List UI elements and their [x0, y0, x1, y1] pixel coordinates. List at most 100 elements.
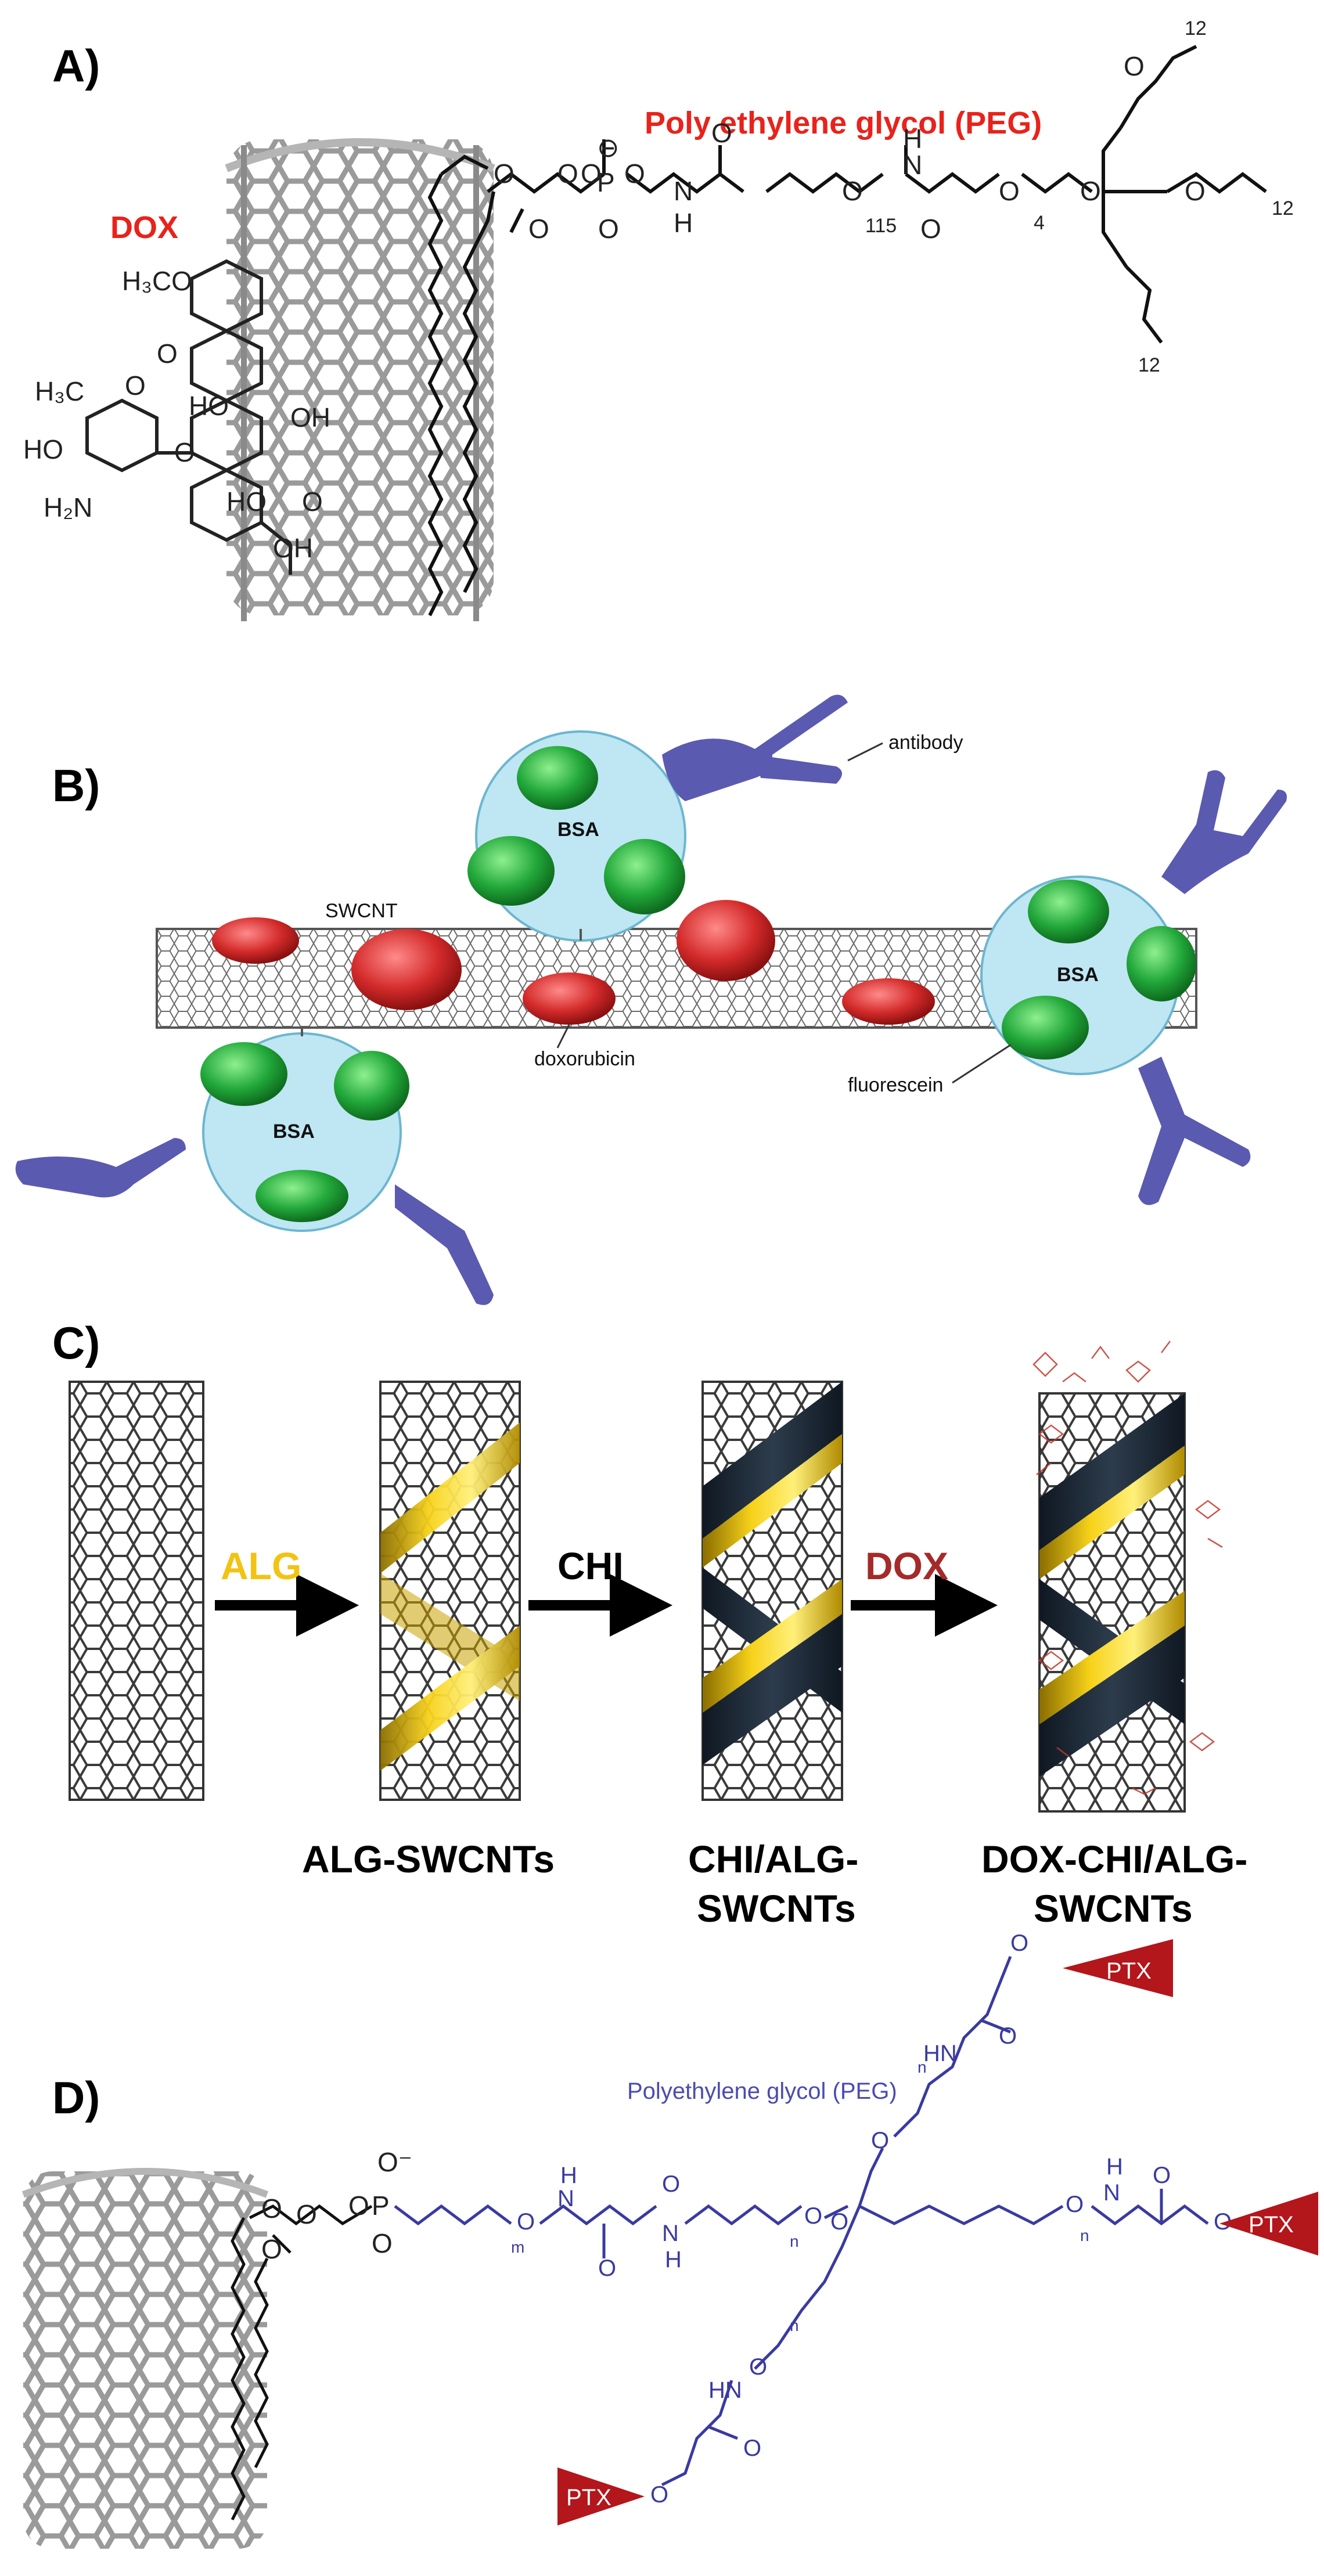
atom-ho2: HO: [23, 434, 63, 464]
atom-d-o2: O: [261, 2234, 282, 2264]
peg-branches-a: [1119, 45, 1267, 344]
subscript-12-top: 12: [1185, 17, 1207, 39]
peg-chain-d: [394, 1956, 1209, 2487]
atom-d-o1: O: [261, 2193, 282, 2224]
atom-o-p2: O: [624, 158, 645, 189]
dox-label-a: DOX: [110, 210, 178, 245]
doxorubicin-label: doxorubicin: [534, 1048, 635, 1070]
subscript-d-n1: n: [790, 2232, 799, 2250]
arrow-chi-label: CHI: [557, 1544, 624, 1587]
subscript-115: 115: [865, 215, 897, 237]
fluorescein-label: fluorescein: [848, 1074, 943, 1096]
panel-b-label: B): [52, 760, 100, 811]
panel-a-label: A): [52, 40, 100, 91]
subscript-d-n-down: n: [790, 2316, 799, 2334]
doxorubicin-clusters: [212, 900, 935, 1025]
product-dox-chi-alg-line2: SWCNTs: [1034, 1887, 1193, 1930]
bsa-right-label: BSA: [1057, 964, 1099, 986]
fluorescein-right: [1002, 880, 1196, 1060]
atom-d-h3: H: [1106, 2154, 1123, 2179]
antibody-bottom: [395, 1184, 494, 1305]
atom-o-minus: ⊖: [597, 132, 620, 163]
atom-h1: H: [674, 208, 693, 238]
ptx-top: PTX: [1063, 1939, 1173, 1997]
atom-o3: O: [302, 487, 323, 517]
peg-chain-a: [487, 127, 1167, 268]
atom-o2: O: [174, 437, 195, 467]
atom-d-o-up1: O: [871, 2128, 889, 2153]
atom-oh2: OH: [273, 533, 313, 563]
panel-c-label: C): [52, 1317, 100, 1368]
subscript-12-bottom: 12: [1138, 354, 1160, 376]
atom-d-o-c-up: O: [999, 2023, 1017, 2049]
atom-d-o-ester-up: O: [1010, 1930, 1028, 1956]
atom-o-ester3: O: [557, 158, 578, 189]
atom-ho1: HO: [189, 391, 229, 421]
atom-o-peg3: O: [1080, 176, 1101, 206]
antibody-top: [662, 694, 848, 801]
chi-alg-swcnt-tube: [701, 1381, 843, 1801]
atom-d-o-chain1: O: [517, 2209, 535, 2235]
atom-d-n2: N: [662, 2221, 679, 2246]
atom-o1: O: [157, 338, 178, 369]
atom-h3co: H₃CO: [122, 266, 192, 296]
product-alg-swcnts: ALG-SWCNTs: [302, 1838, 555, 1880]
atom-h2n: H₂N: [44, 492, 92, 523]
antibody-left: [15, 1138, 186, 1198]
atom-o-ester1: O: [494, 158, 515, 189]
nanotube-d: [21, 2168, 269, 2549]
ptx-top-label: PTX: [1106, 1958, 1152, 1984]
alg-swcnt-tube: [379, 1381, 521, 1801]
subscript-d-m: m: [511, 2238, 524, 2256]
atom-d-hn-up: HN: [923, 2041, 957, 2066]
atom-p: P: [597, 167, 615, 197]
atom-d-o-c-down: O: [743, 2436, 761, 2461]
antibody-top-arm: [755, 755, 842, 784]
swcnt-label: SWCNT: [325, 900, 398, 922]
arrow-dox-label: DOX: [865, 1544, 948, 1587]
dox-chi-alg-swcnt-tube: [1032, 1341, 1223, 1813]
atom-o-c1: O: [711, 118, 732, 148]
atom-d-n3: N: [1103, 2180, 1120, 2206]
atom-o-ester2: O: [528, 214, 549, 244]
atom-d-o-c3: O: [1153, 2163, 1171, 2188]
atom-o-p3: O: [598, 214, 619, 244]
dox-molecule-a: [85, 259, 292, 575]
lipid-tails-a: [427, 154, 495, 617]
atom-d-o-c1: O: [598, 2256, 616, 2281]
antibody-right-bottom: [1138, 1057, 1251, 1205]
ptx-right: PTX: [1219, 2192, 1318, 2256]
arrow-alg-label: ALG: [221, 1544, 301, 1587]
panel-d: D) O O O O⁻ P O O: [21, 1930, 1318, 2549]
atom-n2: N: [903, 150, 922, 180]
panel-b: B) SWCNT doxorubicin BSA antibody: [15, 694, 1287, 1305]
atom-d-o3: O: [296, 2199, 317, 2229]
atom-ho3: HO: [226, 487, 267, 517]
ptx-left-label: PTX: [566, 2485, 611, 2510]
dox-molecules-c: [1032, 1341, 1223, 1795]
atom-o-c2: O: [920, 214, 941, 244]
atom-h2: H: [903, 124, 922, 154]
ptx-left: PTX: [557, 2467, 645, 2525]
nanotube-a-body: [226, 139, 494, 615]
lipid-tails-d: [231, 2217, 269, 2521]
product-chi-alg-line2: SWCNTs: [697, 1887, 856, 1930]
swcnt-plain: [69, 1381, 204, 1801]
phosphate-head-d: [249, 2204, 373, 2254]
product-chi-alg-line1: CHI/ALG-: [688, 1838, 858, 1880]
atom-o-peg5: O: [1124, 51, 1145, 81]
atom-oh1: OH: [290, 402, 330, 433]
atom-d-hn-down: HN: [708, 2377, 742, 2403]
atom-d-o-ester-down: O: [650, 2482, 668, 2507]
atom-d-n1: N: [557, 2186, 574, 2211]
nanotube-a: [225, 138, 495, 621]
atom-o-ring: O: [125, 370, 146, 401]
antibody-leader: [847, 742, 883, 762]
doxorubicin-leader: [556, 1024, 570, 1049]
peg-label-a: Poly ethylene glycol (PEG): [645, 106, 1042, 140]
atom-n1: N: [674, 176, 693, 206]
product-dox-chi-alg-line1: DOX-CHI/ALG-: [981, 1838, 1247, 1880]
atom-d-h2: H: [665, 2247, 682, 2272]
atom-d-p: P: [372, 2190, 390, 2221]
